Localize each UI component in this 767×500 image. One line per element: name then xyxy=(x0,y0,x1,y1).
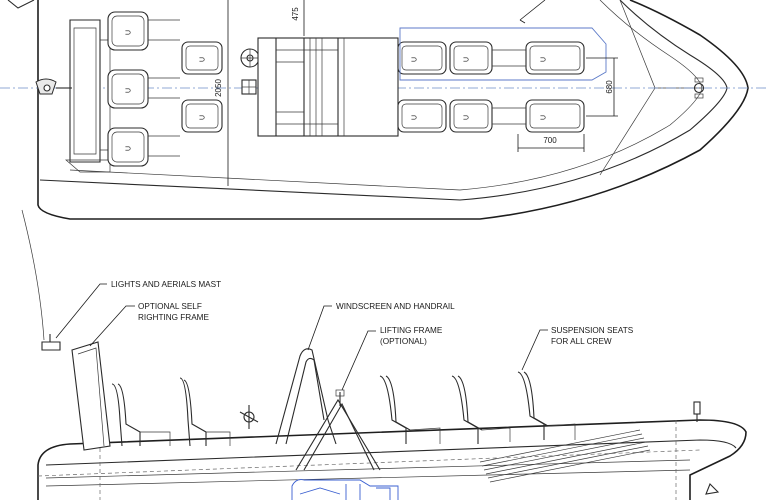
seat xyxy=(181,99,223,133)
seat-spacing-label: 680 xyxy=(605,80,614,94)
side-hull-outline xyxy=(37,419,747,500)
seat xyxy=(449,99,493,133)
callout-windscreen: WINDSCREEN AND HANDRAIL xyxy=(307,302,455,351)
windscreen-handrail xyxy=(275,348,337,445)
seat-arrangement-outline xyxy=(399,27,607,81)
seat xyxy=(397,99,447,133)
callout-seats-label-1: SUSPENSION SEATS xyxy=(551,326,634,335)
seat xyxy=(449,41,493,75)
seat-mark: ⊃ xyxy=(411,55,418,64)
plan-deck-line xyxy=(39,0,728,201)
side-tube-upper xyxy=(45,439,737,466)
console-dimension: 475 xyxy=(291,0,305,36)
side-seats xyxy=(111,371,576,447)
seat-width-dimension: 700 xyxy=(517,134,585,152)
plan-inner-deck xyxy=(69,0,703,191)
seat-mark: ⊃ xyxy=(125,144,132,153)
seat-mark: ⊃ xyxy=(125,28,132,37)
bow-fitting xyxy=(705,483,720,495)
seat xyxy=(107,127,149,167)
self-righting-frame xyxy=(41,334,111,451)
callout-lifting-label-1: LIFTING FRAME xyxy=(380,326,443,335)
callout-frame-label-1: OPTIONAL SELF xyxy=(138,302,202,311)
console-dimension-label: 475 xyxy=(291,7,300,21)
side-view xyxy=(21,209,747,500)
seat-mark: ⊃ xyxy=(463,55,470,64)
callout-mast-label: LIGHTS AND AERIALS MAST xyxy=(111,280,221,289)
seat-spacing-dimension: 680 xyxy=(586,57,618,117)
helm-seat-group: ⊃ ⊃ xyxy=(181,41,223,133)
throttle-icon xyxy=(241,79,257,95)
callout-self-righting: OPTIONAL SELF RIGHTING FRAME xyxy=(89,302,209,347)
bow-eye-icon xyxy=(693,77,705,99)
seat-mark: ⊃ xyxy=(540,55,547,64)
stern-eye-icon xyxy=(35,78,72,95)
beam-dimension-label: 2050 xyxy=(214,79,223,97)
lifting-frame xyxy=(295,389,381,471)
seat xyxy=(525,99,585,133)
plan-hull-outline xyxy=(37,0,749,220)
waterline xyxy=(37,449,701,477)
side-steering-icon xyxy=(239,405,259,429)
seat xyxy=(107,69,149,109)
seat xyxy=(397,41,447,75)
steering-wheel-icon xyxy=(240,48,260,68)
rubbing-strake xyxy=(479,429,651,483)
seat xyxy=(181,41,223,75)
seat-mark: ⊃ xyxy=(411,113,418,122)
mast-base xyxy=(41,341,61,351)
seat-leader-line xyxy=(519,0,546,21)
beam-dimension: 2050 xyxy=(214,0,229,186)
callout-lifting-label-2: (OPTIONAL) xyxy=(380,337,427,346)
engine-icon xyxy=(291,479,399,500)
bow-cleat-icon xyxy=(693,401,701,422)
forward-seat-row-upper: ⊃ ⊃ ⊃ xyxy=(397,41,585,75)
seat-mark: ⊃ xyxy=(199,113,206,122)
callout-frame-label-2: RIGHTING FRAME xyxy=(138,313,209,322)
seat-width-label: 700 xyxy=(543,136,557,145)
stern-seat-group: ⊃ ⊃ ⊃ xyxy=(107,11,180,167)
mast-guide-line xyxy=(21,209,45,341)
seat-mark: ⊃ xyxy=(463,113,470,122)
callout-lifting-frame: LIFTING FRAME (OPTIONAL) xyxy=(341,326,443,391)
callout-windscreen-label: WINDSCREEN AND HANDRAIL xyxy=(336,302,455,311)
console xyxy=(257,37,399,137)
seat xyxy=(107,11,149,51)
seat-mark: ⊃ xyxy=(540,113,547,122)
callout-seats-label-2: FOR ALL CREW xyxy=(551,337,612,346)
forward-seat-row-lower: ⊃ ⊃ ⊃ xyxy=(397,99,585,133)
plan-view: ⊃ ⊃ ⊃ 2050 ⊃ ⊃ xyxy=(0,0,767,220)
callout-mast: LIGHTS AND AERIALS MAST xyxy=(55,280,221,339)
side-tube-line xyxy=(45,459,691,479)
seat-mark: ⊃ xyxy=(125,86,132,95)
plan-transom xyxy=(7,0,111,173)
seat xyxy=(525,41,585,75)
callout-suspension-seats: SUSPENSION SEATS FOR ALL CREW xyxy=(521,326,634,371)
seat-mark: ⊃ xyxy=(199,55,206,64)
